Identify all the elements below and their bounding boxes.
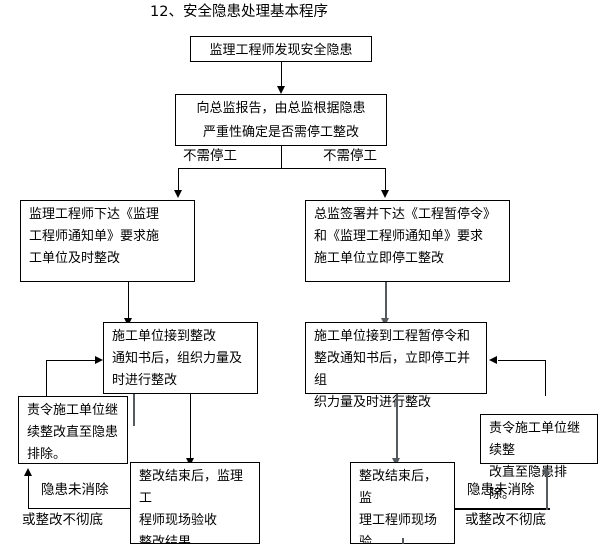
node-left-issue-notice: 监理工程师下达《监理 工程师通知单》要求施 工单位及时整改 <box>20 200 195 282</box>
edge-rightorder-riser <box>545 360 546 396</box>
edge-start-to-report <box>281 62 282 88</box>
node-text: 施工单位接到整改 通知书后，组织力量及 时进行整改 <box>112 329 243 388</box>
arrowhead-down-icon <box>174 190 182 198</box>
node-text: 总监签署并下达《工程暂停令》 和《监理工程师通知单》要求 施工单位立即停工整改 <box>314 207 497 266</box>
edge-label-right-loop-line2: 或整改不彻底 <box>465 512 546 528</box>
arrowhead-up-icon <box>542 466 550 474</box>
edge-rightnotice-to-rightreceive <box>385 282 387 320</box>
node-text: 监理工程师下达《监理 工程师通知单》要求施 工单位及时整改 <box>29 207 160 266</box>
edge-leftorder-riser <box>46 360 47 396</box>
node-text: 整改结束后，监理工 程师现场验收 整改结果 <box>139 469 244 544</box>
node-right-contractor-stops-and-rectifies: 施工单位接到工程暂停令和 整改通知书后，立即停工并组 织力量及时进行整改 <box>305 322 487 410</box>
edge-rightloop-horizontal <box>455 508 550 510</box>
node-right-order-continue-rectify: 责令施工单位继续整 改直至隐患排除。 <box>480 414 598 502</box>
edge-branch-stem <box>281 146 282 168</box>
arrowhead-down-icon <box>277 86 285 94</box>
edge-rightorder-to-rightreceive <box>498 360 546 361</box>
edge-branch-right-drop <box>385 168 386 192</box>
edge-leftloop-horizontal <box>28 508 130 509</box>
edge-leftloop-riser <box>28 476 29 509</box>
node-text: 责令施工单位继 续整改直至隐患 排除。 <box>27 403 119 462</box>
page-title: 12、安全隐患处理基本程序 <box>150 4 328 20</box>
edge-label-right-loop-line1: 隐患未消除 <box>467 482 535 498</box>
edge-label-branch-right: 不需停工 <box>323 148 377 164</box>
node-text: 监理工程师发现安全隐患 <box>209 43 353 58</box>
edge-right-bottom-stub <box>402 538 404 544</box>
edge-label-left-loop-line2: 或整改不彻底 <box>22 512 103 528</box>
node-text: 向总监报告，由总监根据隐患 严重性确定是否需停工整改 <box>196 101 366 140</box>
node-left-order-continue-rectify: 责令施工单位继 续整改直至隐患 排除。 <box>18 396 128 464</box>
node-left-contractor-rectifies: 施工单位接到整改 通知书后，组织力量及 时进行整改 <box>103 322 258 394</box>
arrowhead-down-icon <box>381 190 389 198</box>
edge-label-branch-left: 不需停工 <box>183 148 237 164</box>
arrowhead-up-icon <box>24 468 32 476</box>
edge-leftreceive-to-leftaccept <box>190 394 191 464</box>
node-left-acceptance-check: 整改结束后，监理工 程师现场验收 整改结果 <box>130 462 260 544</box>
node-right-issue-stopwork-order: 总监签署并下达《工程暂停令》 和《监理工程师通知单》要求 施工单位立即停工整改 <box>305 200 510 282</box>
edge-rightloop-riser <box>546 474 548 510</box>
arrowhead-right-icon <box>95 356 103 364</box>
edge-branch-left-drop <box>178 168 179 192</box>
edge-label-left-loop-line1: 隐患未消除 <box>41 482 109 498</box>
edge-rightreceive-to-rightaccept <box>396 394 398 464</box>
edge-leftreceive-downstub <box>133 394 135 426</box>
edge-branch-bar <box>178 168 385 169</box>
edge-leftnotice-to-leftreceive <box>128 282 129 320</box>
node-report-to-chief: 向总监报告，由总监根据隐患 严重性确定是否需停工整改 <box>175 94 387 146</box>
node-text: 施工单位接到工程暂停令和 整改通知书后，立即停工并组 织力量及时进行整改 <box>314 329 471 410</box>
edge-leftorder-to-leftreceive <box>46 360 96 361</box>
arrowhead-left-icon <box>489 356 497 364</box>
node-monitor-finds-hazard: 监理工程师发现安全隐患 <box>190 36 372 62</box>
